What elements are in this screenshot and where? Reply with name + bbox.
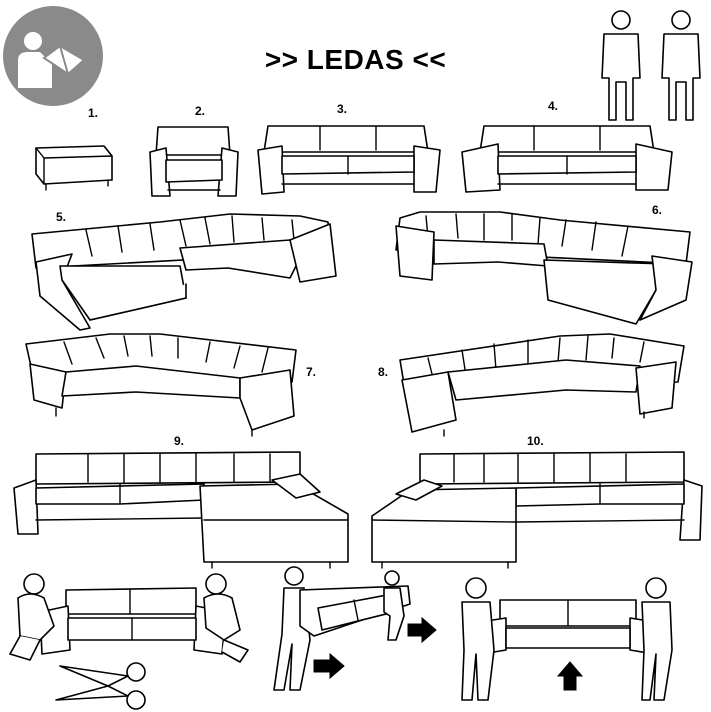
item-number-3: 3. [337,102,348,116]
scissors-icon [55,662,146,710]
sofa-item-6 [395,211,693,325]
sofa-item-5 [31,213,337,331]
item-number-10: 10. [527,434,544,448]
item-number-7: 7. [306,365,317,379]
item-number-8: 8. [378,365,389,379]
sofa-item-1 [35,145,113,191]
sofa-item-3 [257,125,441,195]
item-number-6: 6. [652,203,663,217]
sofa-item-10 [371,451,703,569]
sofa-item-8 [399,333,685,437]
carrying-scene [273,566,437,691]
read-manual-icon [3,6,103,106]
unpacking-scene [9,573,249,663]
sofa-item-7 [25,333,297,437]
sofa-item-4 [461,125,673,193]
lifting-scene [461,577,673,701]
sofa-item-2 [149,126,239,197]
item-number-4: 4. [548,99,559,113]
sofa-item-9 [13,451,349,569]
item-number-5: 5. [56,210,67,224]
item-number-2: 2. [195,104,206,118]
two-persons-icon [601,10,701,121]
page-title: >> LEDAS << [264,44,447,75]
item-number-1: 1. [88,106,99,120]
item-number-9: 9. [174,434,185,448]
